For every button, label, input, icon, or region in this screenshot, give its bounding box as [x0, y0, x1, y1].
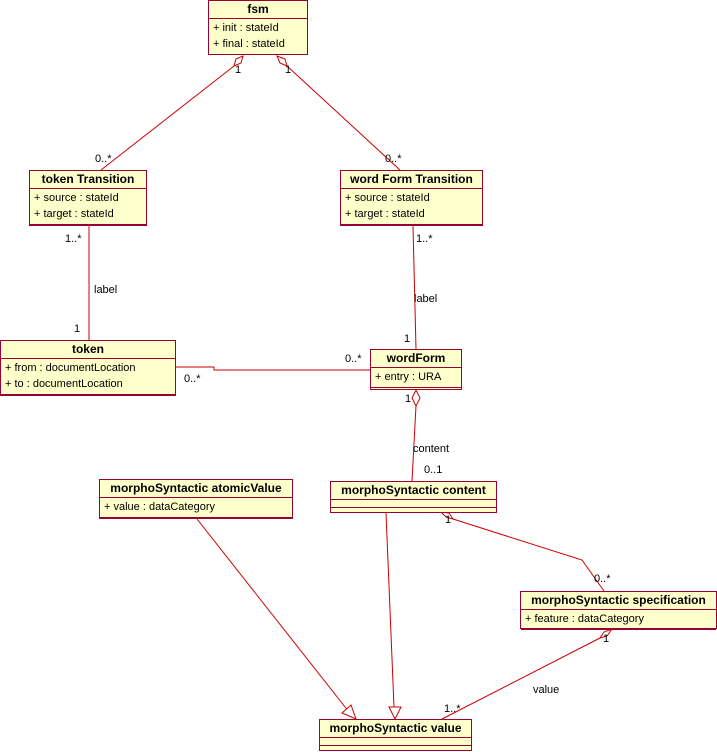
role-label-value: value [533, 684, 560, 696]
multiplicity-spec-value-source: 1 [603, 633, 610, 645]
multiplicity-fsm-tt-target: 0..* [95, 153, 112, 165]
class-token[interactable]: token + from : documentLocation + to : d… [0, 340, 176, 396]
class-token-transition-name: token Transition [30, 171, 146, 189]
multiplicity-content-spec-target: 0..* [594, 573, 611, 585]
class-morphosyntactic-content-operations [331, 508, 496, 513]
attribute-feature: + feature : dataCategory [525, 613, 644, 625]
attribute-target: + target : stateId [345, 208, 425, 220]
class-morphosyntactic-atomic-value-name: morphoSyntactic atomicValue [100, 480, 292, 498]
class-morphosyntactic-specification[interactable]: morphoSyntactic specification + feature … [520, 591, 717, 630]
role-label-token: label [94, 284, 118, 296]
class-token-transition-operations [30, 225, 146, 230]
class-fsm[interactable]: fsm + init : stateId + final : stateId [208, 0, 308, 55]
class-wordform-attributes: + entry : URA [371, 368, 461, 388]
attribute-target: + target : stateId [34, 208, 114, 220]
role-label-content: content [413, 443, 450, 455]
attribute-source: + source : stateId [34, 192, 119, 204]
class-token-attributes: + from : documentLocation + to : documen… [1, 359, 175, 395]
attribute-final: + final : stateId [213, 38, 285, 50]
multiplicity-token: 1 [74, 323, 81, 335]
multiplicity-wordform-content-source: 1 [405, 393, 412, 405]
attribute-entry: + entry : URA [375, 371, 442, 383]
class-morphosyntactic-value-operations [320, 746, 471, 751]
fsm-to-wordform-transition-link [286, 65, 401, 171]
multiplicity-wordform-content-target: 0..1 [424, 464, 443, 476]
class-token-operations [1, 395, 175, 400]
class-fsm-name: fsm [209, 1, 307, 19]
class-morphosyntactic-specification-operations [521, 630, 716, 635]
class-wordform-transition-name: word Form Transition [341, 171, 482, 189]
multiplicity-wordform: 1 [404, 333, 411, 345]
class-fsm-operations [209, 55, 307, 60]
multiplicity-token-wordform-right: 0..* [345, 353, 362, 365]
class-wordform[interactable]: wordForm + entry : URA [370, 349, 462, 390]
attribute-to: + to : documentLocation [5, 378, 123, 390]
attribute-value: + value : dataCategory [104, 501, 215, 513]
multiplicity-token-wordform-left: 0..* [184, 373, 201, 385]
class-wordform-name: wordForm [371, 350, 461, 368]
class-morphosyntactic-atomic-value[interactable]: morphoSyntactic atomicValue + value : da… [99, 479, 293, 519]
class-token-name: token [1, 341, 175, 359]
class-token-transition[interactable]: token Transition + source : stateId + ta… [29, 170, 147, 226]
class-morphosyntactic-content-attributes [331, 500, 496, 508]
atomic-to-value-generalization-line [196, 518, 350, 713]
attribute-source: + source : stateId [345, 192, 430, 204]
multiplicity-token-transition: 1..* [65, 233, 82, 245]
content-generalization-arrowhead [388, 706, 402, 721]
fsm-to-token-transition-link [100, 65, 235, 171]
class-morphosyntactic-value-attributes [320, 738, 471, 746]
class-morphosyntactic-specification-attributes: + feature : dataCategory [521, 610, 716, 630]
class-morphosyntactic-value[interactable]: morphoSyntactic value [319, 719, 472, 751]
class-morphosyntactic-atomic-value-attributes: + value : dataCategory [100, 498, 292, 518]
multiplicity-fsm-wt-target: 0..* [385, 153, 402, 165]
multiplicity-content-spec-source: 1 [445, 514, 452, 526]
content-to-specification-link [452, 518, 605, 592]
class-wordform-operations [371, 388, 461, 393]
class-fsm-attributes: + init : stateId + final : stateId [209, 19, 307, 55]
attribute-init: + init : stateId [213, 22, 279, 34]
class-morphosyntactic-content-name: morphoSyntactic content [331, 482, 496, 500]
multiplicity-spec-value-target: 1..* [444, 703, 461, 715]
content-to-value-generalization-line [385, 512, 395, 708]
class-morphosyntactic-value-name: morphoSyntactic value [320, 720, 471, 738]
class-morphosyntactic-content[interactable]: morphoSyntactic content [330, 481, 497, 513]
class-token-transition-attributes: + source : stateId + target : stateId [30, 189, 146, 225]
class-wordform-transition-operations [341, 225, 482, 230]
token-to-wordform-link [176, 366, 370, 371]
multiplicity-fsm-tt-source: 1 [235, 64, 242, 76]
role-label-wordform: label [414, 293, 438, 305]
class-morphosyntactic-atomic-value-operations [100, 518, 292, 523]
class-morphosyntactic-specification-name: morphoSyntactic specification [521, 592, 716, 610]
atomic-generalization-arrowhead [341, 704, 357, 720]
specification-to-value-link [441, 637, 601, 720]
multiplicity-wordform-transition: 1..* [416, 233, 433, 245]
attribute-from: + from : documentLocation [5, 362, 136, 374]
multiplicity-fsm-wt-source: 1 [285, 64, 292, 76]
wordform-transition-to-wordform-link [412, 225, 417, 350]
wordform-to-content-link [411, 405, 417, 482]
class-wordform-transition[interactable]: word Form Transition + source : stateId … [340, 170, 483, 226]
class-wordform-transition-attributes: + source : stateId + target : stateId [341, 189, 482, 225]
